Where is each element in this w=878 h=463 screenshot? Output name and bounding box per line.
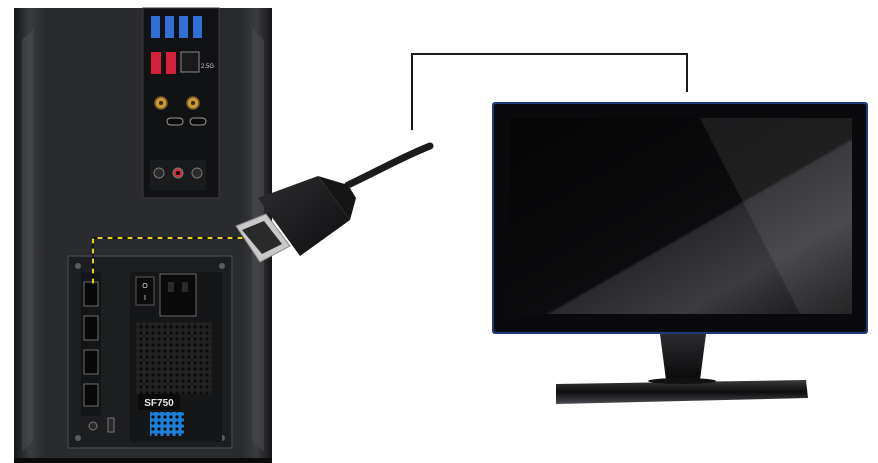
screw-icon <box>219 263 225 269</box>
psu-model-label: SF750 <box>144 398 174 409</box>
displayport-connector-icon[interactable] <box>84 282 98 306</box>
usb-c-port-icon[interactable] <box>167 118 183 125</box>
audio-jack-hole <box>176 171 180 175</box>
monitor-stand-neck <box>660 334 706 380</box>
ethernet-port-icon[interactable] <box>181 52 199 72</box>
lower-bay: O I SF750 <box>68 256 232 448</box>
usb-port-icon[interactable] <box>166 52 176 74</box>
displayport-connector-icon[interactable] <box>84 316 98 340</box>
case-feet <box>14 458 272 463</box>
power-pin <box>168 282 174 292</box>
pc-tower: 2.5G <box>14 8 272 463</box>
screw-icon <box>75 263 81 269</box>
displayport-connector-icon[interactable] <box>84 350 98 374</box>
audio-jack-panel <box>150 160 206 190</box>
antenna-pin <box>191 101 195 105</box>
screw-icon <box>75 435 81 441</box>
usb-port-icon[interactable] <box>165 16 174 38</box>
power-socket-icon[interactable] <box>160 274 196 316</box>
lan-speed-label: 2.5G <box>201 64 214 70</box>
psu-switch-label-off: O <box>142 283 148 290</box>
usb-port-icon[interactable] <box>179 16 188 38</box>
case-left-rail <box>22 28 34 452</box>
audio-jack-icon[interactable] <box>154 168 164 178</box>
usb-c-port-icon[interactable] <box>190 118 206 125</box>
fan-grille-icon <box>136 322 212 394</box>
fan-grille-icon <box>150 412 184 436</box>
psu-switch-label-on: I <box>144 295 146 302</box>
cable-main <box>348 146 430 185</box>
power-supply: O I SF750 <box>130 272 222 442</box>
gpu-output-column <box>81 272 101 416</box>
motherboard-io-panel: 2.5G <box>143 8 219 198</box>
antenna-pin <box>159 101 163 105</box>
audio-jack-icon[interactable] <box>192 168 202 178</box>
usb-port-icon[interactable] <box>151 16 160 38</box>
small-port-icon <box>89 422 97 430</box>
hdmi-connector-icon[interactable] <box>84 384 98 406</box>
usb-port-icon[interactable] <box>151 52 161 74</box>
monitor <box>492 102 868 404</box>
power-pin <box>182 282 188 292</box>
small-slot-icon <box>108 418 114 432</box>
usb-port-icon[interactable] <box>193 16 202 38</box>
stand-base-joint <box>648 378 716 384</box>
